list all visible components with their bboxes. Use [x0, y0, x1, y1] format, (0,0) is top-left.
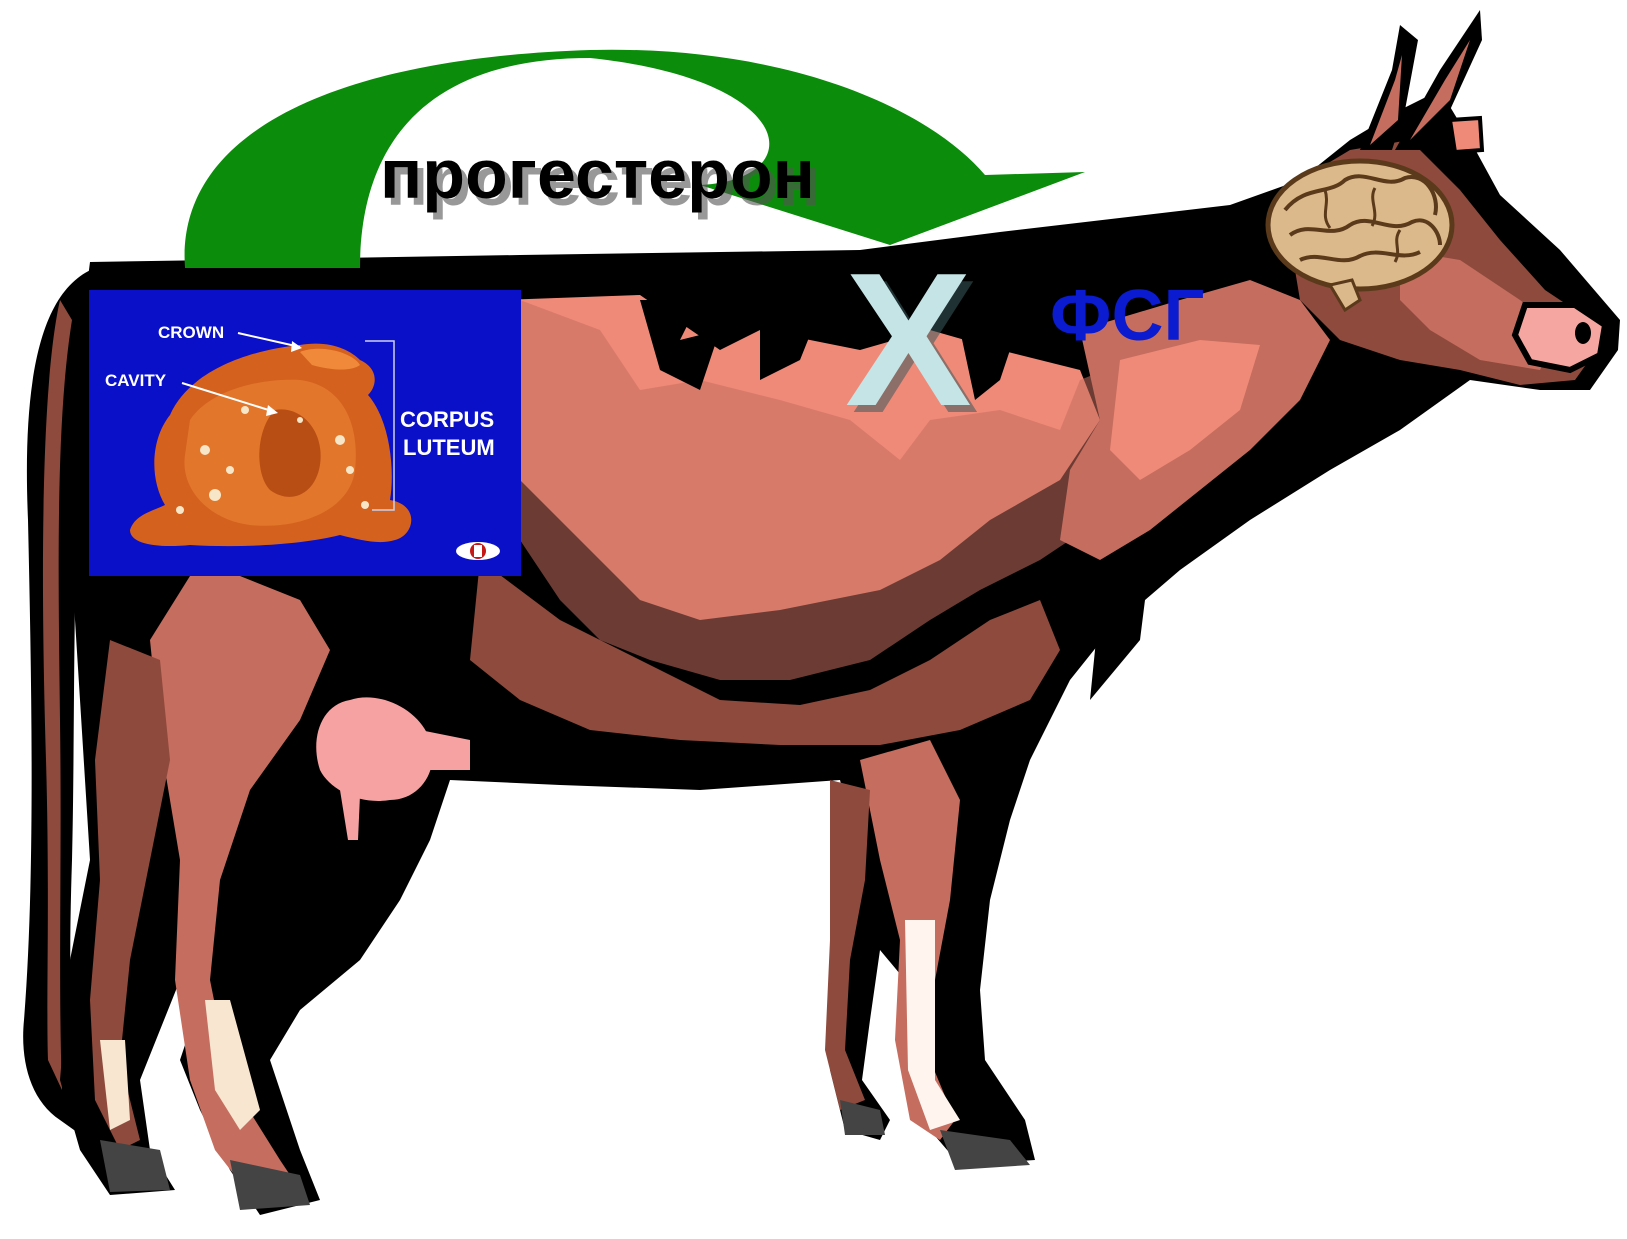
cow-ear-back	[1450, 118, 1482, 152]
fsh-label: ФСГ	[1050, 276, 1204, 356]
cow-muzzle	[1515, 305, 1605, 370]
crown-label: CROWN	[158, 323, 224, 342]
corpus-label-line2: LUTEUM	[403, 435, 495, 460]
block-mark: X	[845, 234, 972, 446]
corpus-label-line1: CORPUS	[400, 407, 494, 432]
publisher-logo-icon	[456, 542, 500, 560]
corpus-luteum-photo: CROWN CAVITY CORPUS LUTEUM	[89, 290, 521, 576]
progesterone-label: прогестерон	[380, 135, 815, 213]
cavity-label: CAVITY	[105, 371, 167, 390]
